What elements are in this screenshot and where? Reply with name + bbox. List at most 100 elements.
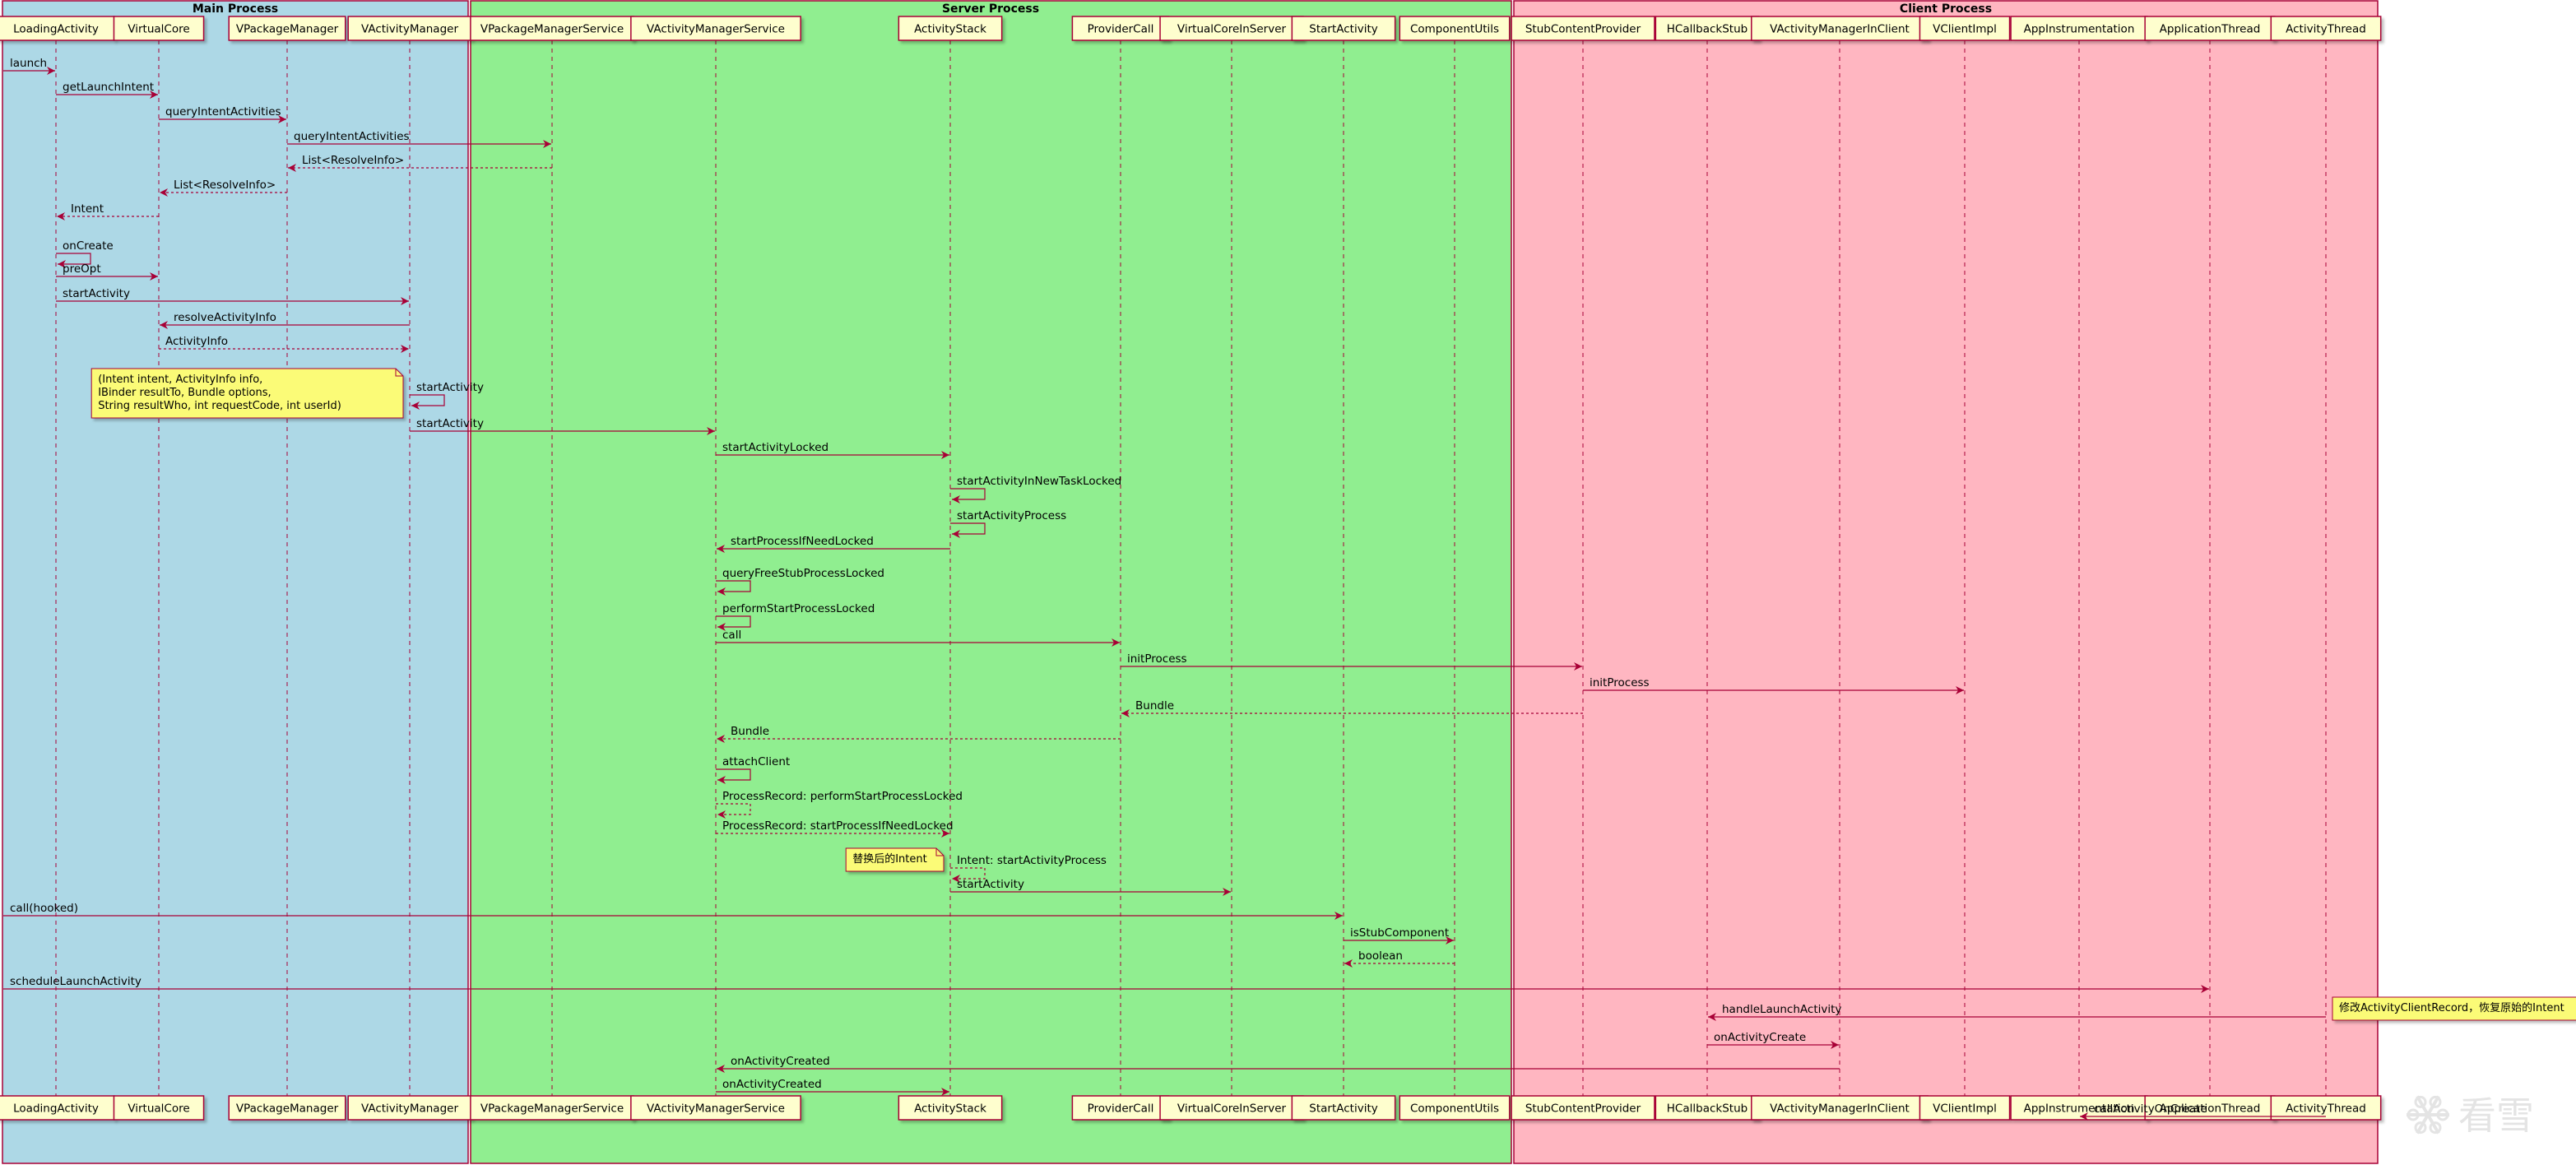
participant-stub-content-provider-top[interactable]: StubContentProvider xyxy=(1511,16,1655,41)
participant-hcallback-stub-top[interactable]: HCallbackStub xyxy=(1655,16,1760,41)
message-query-intent-activities: queryIntentActivities xyxy=(287,130,551,148)
participant-box xyxy=(1919,16,2011,41)
note-text: 替换后的Intent xyxy=(852,852,927,866)
message-label: launch xyxy=(10,57,47,70)
participant-box xyxy=(1919,1095,2011,1121)
participant-stub-content-provider-bottom[interactable]: StubContentProvider xyxy=(1511,1095,1655,1121)
participant-box xyxy=(1751,16,1929,41)
participant-hcallback-stub-bottom[interactable]: HCallbackStub xyxy=(1655,1095,1760,1121)
note-2: 替换后的Intent xyxy=(845,847,945,872)
participant-component-utils-top[interactable]: ComponentUtils xyxy=(1399,16,1511,41)
message-on-create: onCreate xyxy=(56,239,114,268)
note-body xyxy=(845,847,945,872)
message-perform-start-process-locked: performStartProcessLocked xyxy=(716,602,875,631)
message-label: queryFreeStubProcessLocked xyxy=(722,567,884,580)
participant-vactivity-manager-service-top[interactable]: VActivityManagerService xyxy=(630,16,801,41)
participant-label: StartActivity xyxy=(1309,23,1377,36)
participant-provider-call-top[interactable]: ProviderCall xyxy=(1071,16,1170,41)
participant-label: VirtualCoreInServer xyxy=(1177,1102,1287,1116)
message-call: call xyxy=(716,629,1120,647)
participant-label: ApplicationThread xyxy=(2160,23,2261,36)
participant-virtual-core-in-server-bottom[interactable]: VirtualCoreInServer xyxy=(1159,1095,1304,1121)
client-process-title: Client Process xyxy=(1900,2,1992,16)
message-label: boolean xyxy=(1358,949,1403,963)
participant-vactivity-manager-top[interactable]: VActivityManager xyxy=(347,16,472,41)
message-call-hooked: call(hooked) xyxy=(3,902,1343,920)
participant-loading-activity-bottom[interactable]: LoadingActivity xyxy=(0,1095,115,1121)
message-launch: launch xyxy=(3,57,55,75)
message-process-record-perform-start-process-locked: ProcessRecord: performStartProcessLocked xyxy=(716,790,963,819)
participant-label: VActivityManagerInClient xyxy=(1770,23,1910,36)
participant-vclient-impl-bottom[interactable]: VClientImpl xyxy=(1919,1095,2011,1121)
participant-activity-thread-top[interactable]: ActivityThread xyxy=(2270,16,2382,41)
self-message-arrow xyxy=(716,615,751,631)
message-is-stub-component: isStubComponent xyxy=(1344,926,1454,945)
participant-box xyxy=(113,16,205,41)
message-handle-launch-activity: handleLaunchActivity xyxy=(1708,1003,2326,1021)
participant-label: HCallbackStub xyxy=(1667,1102,1748,1116)
participant-virtual-core-top[interactable]: VirtualCore xyxy=(113,16,205,41)
participant-vactivity-manager-in-client-bottom[interactable]: VActivityManagerInClient xyxy=(1751,1095,1929,1121)
message-label: startActivity xyxy=(957,878,1024,891)
message-label: preOpt xyxy=(63,262,101,276)
participant-box xyxy=(347,1095,472,1121)
message-list-resolve-info: List<ResolveInfo> xyxy=(288,154,552,172)
participant-vactivity-manager-bottom[interactable]: VActivityManager xyxy=(347,1095,472,1121)
message-label: startActivityLocked xyxy=(722,441,828,454)
participant-vpackage-manager-service-top[interactable]: VPackageManagerService xyxy=(470,16,634,41)
message-start-activity-locked: startActivityLocked xyxy=(716,441,949,459)
message-schedule-launch-activity: scheduleLaunchActivity xyxy=(3,975,2209,993)
participant-start-activity-bottom[interactable]: StartActivity xyxy=(1291,1095,1396,1121)
participant-activity-thread-bottom[interactable]: ActivityThread xyxy=(2270,1095,2382,1121)
participant-label: HCallbackStub xyxy=(1667,23,1748,36)
participant-box xyxy=(470,16,634,41)
participant-box xyxy=(1071,16,1170,41)
message-resolve-activity-info: resolveActivityInfo xyxy=(160,311,410,329)
participant-vclient-impl-top[interactable]: VClientImpl xyxy=(1919,16,2011,41)
participant-box xyxy=(2270,16,2382,41)
note-fold xyxy=(935,848,944,856)
message-start-activity: startActivity xyxy=(950,878,1231,896)
participant-box xyxy=(630,16,801,41)
message-intent-start-activity-process: Intent: startActivityProcess xyxy=(950,854,1107,883)
message-label: attachClient xyxy=(722,755,790,768)
message-init-process: initProcess xyxy=(1121,652,1582,671)
message-label: isStubComponent xyxy=(1350,926,1449,940)
message-activity-info: ActivityInfo xyxy=(159,335,409,353)
participant-label: ProviderCall xyxy=(1088,23,1154,36)
participant-vpackage-manager-top[interactable]: VPackageManager xyxy=(228,16,346,41)
participant-application-thread-top[interactable]: ApplicationThread xyxy=(2144,16,2276,41)
participant-virtual-core-bottom[interactable]: VirtualCore xyxy=(113,1095,205,1121)
message-start-activity: startActivity xyxy=(56,287,409,305)
message-label: startActivity xyxy=(63,287,130,300)
participant-vpackage-manager-service-bottom[interactable]: VPackageManagerService xyxy=(470,1095,634,1121)
self-message-arrow xyxy=(716,768,751,784)
participant-box xyxy=(898,1095,1003,1121)
participant-vactivity-manager-service-bottom[interactable]: VActivityManagerService xyxy=(630,1095,801,1121)
participant-vpackage-manager-bottom[interactable]: VPackageManager xyxy=(228,1095,346,1121)
participant-label: VirtualCore xyxy=(128,23,189,36)
server-process-title: Server Process xyxy=(942,2,1039,16)
participant-component-utils-bottom[interactable]: ComponentUtils xyxy=(1399,1095,1511,1121)
participant-label: VirtualCore xyxy=(128,1102,189,1116)
message-attach-client: attachClient xyxy=(716,755,790,784)
participant-app-instrumentation-top[interactable]: AppInstrumentation xyxy=(2010,16,2148,41)
participant-virtual-core-in-server-top[interactable]: VirtualCoreInServer xyxy=(1159,16,1304,41)
participant-loading-activity-top[interactable]: LoadingActivity xyxy=(0,16,115,41)
participant-box xyxy=(1291,1095,1396,1121)
message-label: getLaunchIntent xyxy=(63,81,154,94)
participant-activity-stack-bottom[interactable]: ActivityStack xyxy=(898,1095,1003,1121)
participant-activity-stack-top[interactable]: ActivityStack xyxy=(898,16,1003,41)
participant-start-activity-top[interactable]: StartActivity xyxy=(1291,16,1396,41)
message-label: performStartProcessLocked xyxy=(722,602,875,615)
participant-provider-call-bottom[interactable]: ProviderCall xyxy=(1071,1095,1170,1121)
participant-box xyxy=(1511,16,1655,41)
participant-vactivity-manager-in-client-top[interactable]: VActivityManagerInClient xyxy=(1751,16,1929,41)
participant-label: VActivityManagerService xyxy=(647,1102,785,1116)
note-text: (Intent intent, ActivityInfo info, xyxy=(98,374,262,386)
participant-application-thread-bottom[interactable]: ApplicationThread xyxy=(2144,1095,2276,1121)
message-label: resolveActivityInfo xyxy=(174,311,276,324)
message-start-activity: startActivity xyxy=(410,381,484,410)
participant-box xyxy=(1655,16,1760,41)
